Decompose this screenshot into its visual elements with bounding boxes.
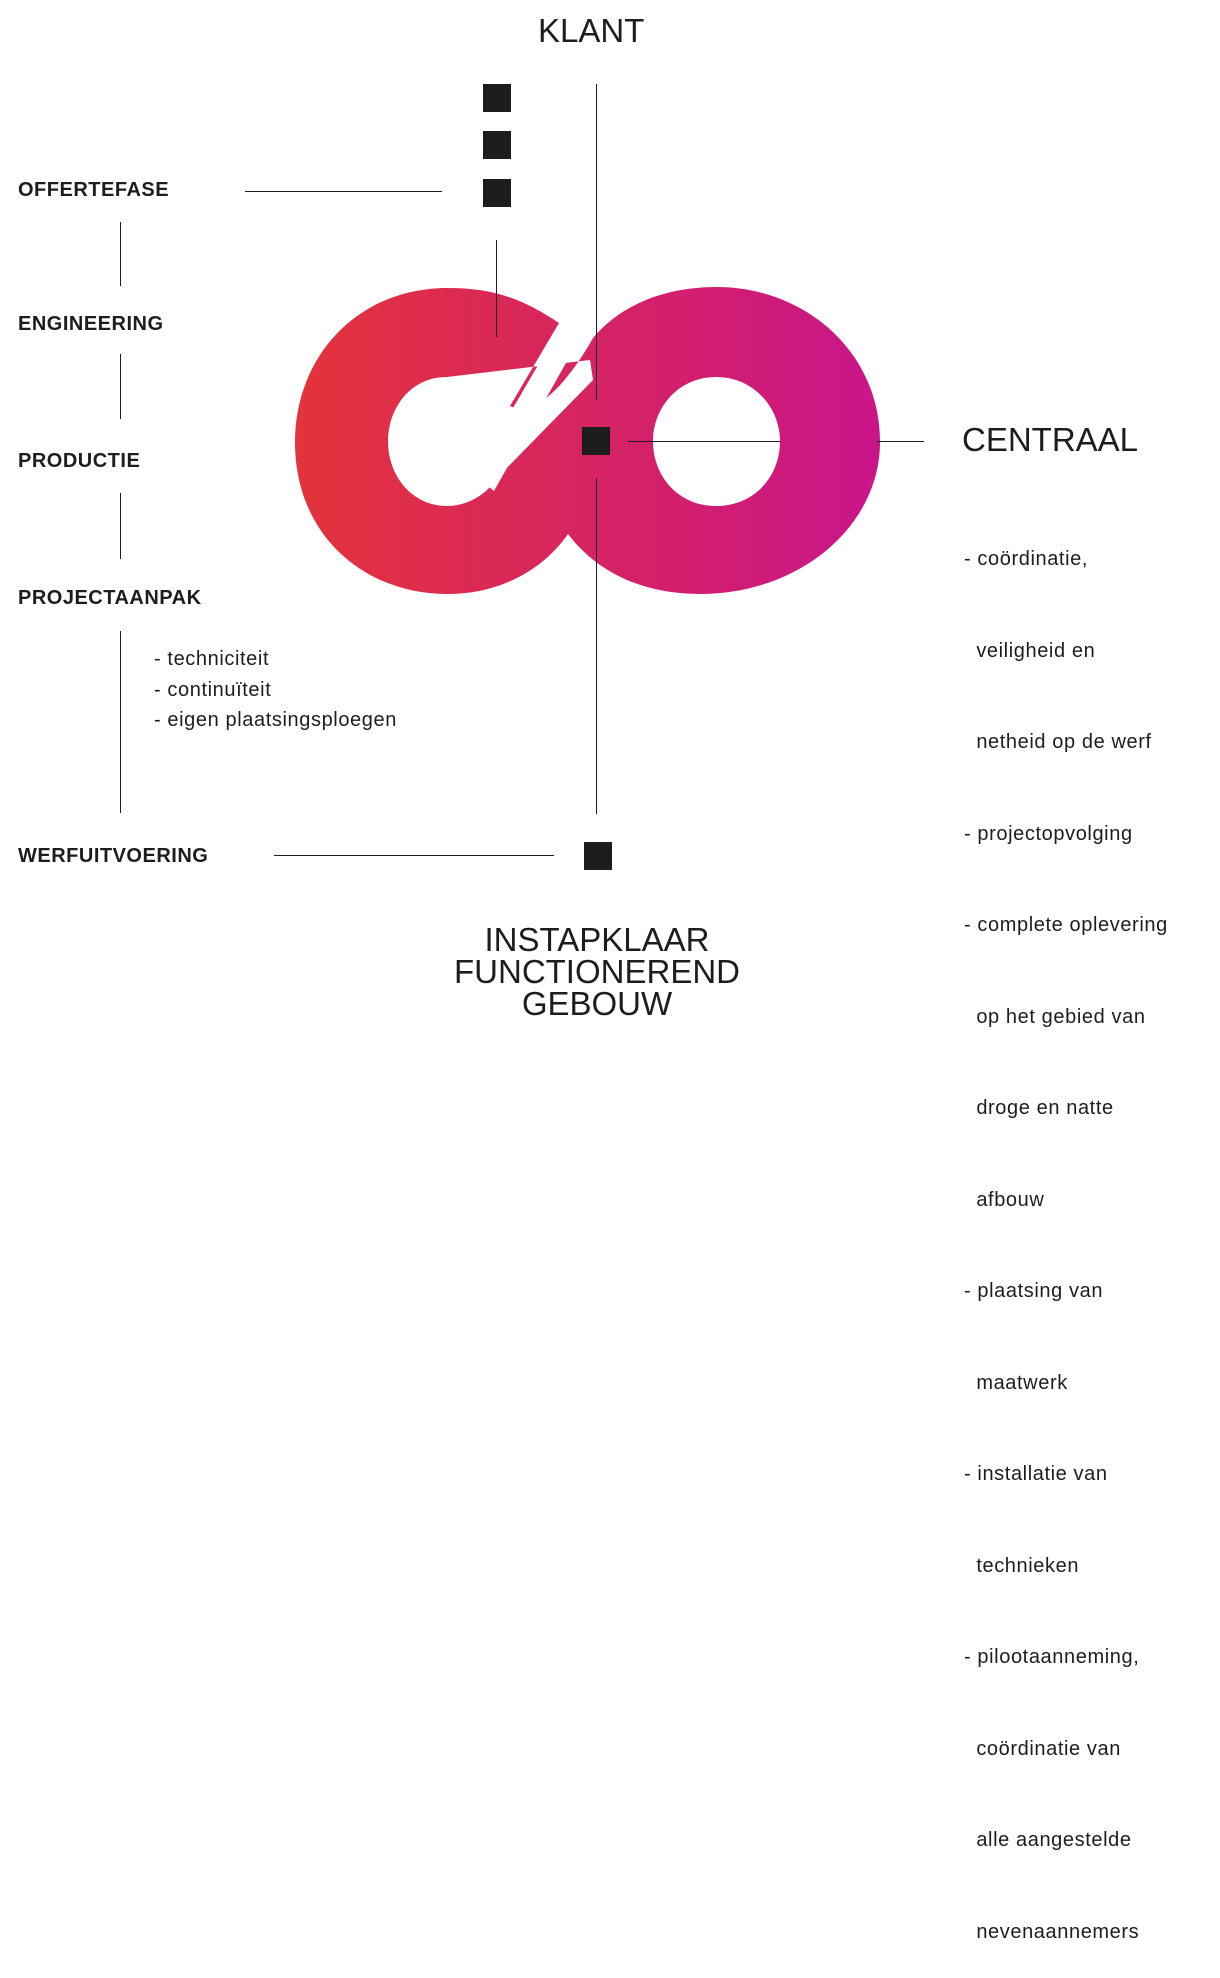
list-item: maatwerk: [964, 1371, 1068, 1394]
list-item: - techniciteit: [154, 648, 270, 670]
list-item: - eigen plaatsingsploegen: [154, 709, 397, 731]
werfuitvoering-square: [584, 842, 612, 870]
list-item: alle aangestelde: [964, 1829, 1132, 1851]
bottom-title: INSTAPKLAAR FUNCTIONEREND GEBOUW: [437, 921, 757, 1022]
stage-offertefase: OFFERTEFASE: [18, 179, 170, 201]
list-item: - pilootaanneming,: [964, 1646, 1140, 1668]
list-item: technieken: [964, 1554, 1080, 1577]
klant-vertical-line: [596, 84, 597, 400]
list-item: nevenaannemers: [964, 1920, 1140, 1943]
centraal-connector-line: [877, 441, 924, 442]
list-item: - coördinatie,: [964, 548, 1089, 570]
list-item: coördinatie van: [964, 1737, 1121, 1760]
stage-werfuitvoering: WERFUITVOERING: [18, 845, 209, 867]
offerte-to-logo-line: [496, 240, 497, 337]
bottom-title-line: GEBOUW: [521, 985, 673, 1022]
offerte-square-3: [483, 179, 511, 207]
stage-engineering: ENGINEERING: [18, 313, 164, 335]
stage-connector-2: [120, 354, 121, 419]
centraal-title: CENTRAAL: [962, 421, 1139, 458]
center-square: [582, 427, 610, 455]
bottom-vertical-line: [596, 478, 597, 814]
bottom-title-line: INSTAPKLAAR: [484, 921, 710, 958]
logo-slash-gap: [474, 324, 580, 491]
stage-connector-4: [120, 631, 121, 813]
list-item: op het gebied van: [964, 1005, 1146, 1028]
centraal-list: - coördinatie, veiligheid en netheid op …: [964, 483, 1168, 1978]
list-item: droge en natte: [964, 1097, 1114, 1119]
list-item: - installatie van: [964, 1463, 1108, 1485]
stage-connector-1: [120, 222, 121, 286]
offerte-square-2: [483, 131, 511, 159]
list-item: - continuïteit: [154, 678, 272, 701]
offertefase-line: [245, 191, 442, 192]
klant-label: KLANT: [538, 12, 645, 49]
stage-connector-3: [120, 493, 121, 559]
list-item: - complete oplevering: [964, 914, 1168, 936]
list-item: - plaatsing van: [964, 1280, 1104, 1302]
list-item: veiligheid en: [964, 639, 1096, 662]
werfuitvoering-line: [274, 855, 554, 856]
list-item: afbouw: [964, 1188, 1045, 1211]
list-item: - projectopvolging: [964, 822, 1133, 845]
center-horizontal-line: [628, 441, 780, 442]
list-item: netheid op de werf: [964, 731, 1152, 753]
projectaanpak-list: - techniciteit - continuïteit - eigen pl…: [154, 644, 397, 736]
stage-projectaanpak: PROJECTAANPAK: [18, 587, 202, 609]
bottom-title-line: FUNCTIONEREND: [454, 953, 740, 990]
stage-productie: PRODUCTIE: [18, 450, 141, 472]
offerte-square-1: [483, 84, 511, 112]
